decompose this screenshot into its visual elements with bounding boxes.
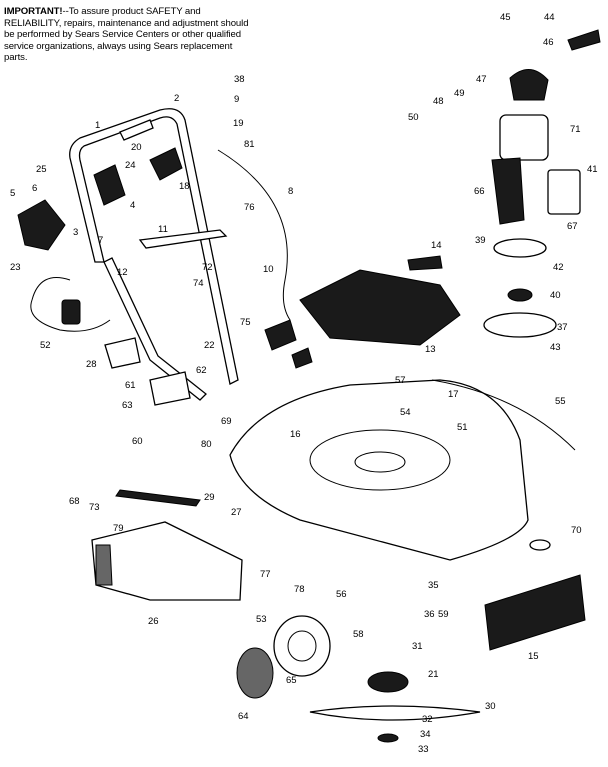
part-label-34: 34	[420, 729, 431, 740]
part-label-28: 28	[86, 359, 97, 370]
part-label-61: 61	[125, 380, 136, 391]
part-label-39: 39	[475, 235, 486, 246]
part-label-73: 73	[89, 502, 100, 513]
part-label-52: 52	[40, 340, 51, 351]
wheels-and-blade	[236, 539, 586, 743]
part-label-77: 77	[260, 569, 271, 580]
part-label-69: 69	[221, 416, 232, 427]
part-label-24: 24	[125, 160, 136, 171]
part-label-60: 60	[132, 436, 143, 447]
part-label-10: 10	[263, 264, 274, 275]
part-label-55: 55	[555, 396, 566, 407]
part-label-68: 68	[69, 496, 80, 507]
part-label-20: 20	[131, 142, 142, 153]
part-label-31: 31	[412, 641, 423, 652]
safety-notice: IMPORTANT!--To assure product SAFETY and…	[4, 6, 254, 64]
part-label-23: 23	[10, 262, 21, 273]
part-label-16: 16	[290, 429, 301, 440]
part-label-50: 50	[408, 112, 419, 123]
part-label-74: 74	[193, 278, 204, 289]
part-label-58: 58	[353, 629, 364, 640]
part-label-3: 3	[73, 227, 78, 238]
part-label-41: 41	[587, 164, 598, 175]
part-label-49: 49	[454, 88, 465, 99]
part-label-64: 64	[238, 711, 249, 722]
switch-and-cord	[17, 149, 291, 406]
part-label-80: 80	[201, 439, 212, 450]
part-label-25: 25	[36, 164, 47, 175]
part-label-75: 75	[240, 317, 251, 328]
part-label-62: 62	[196, 365, 207, 376]
part-label-32: 32	[422, 714, 433, 725]
part-label-63: 63	[122, 400, 133, 411]
part-label-38: 38	[234, 74, 245, 85]
part-label-79: 79	[113, 523, 124, 534]
mower-deck	[229, 255, 576, 561]
part-label-45: 45	[500, 12, 511, 23]
part-label-30: 30	[485, 701, 496, 712]
motor-assembly	[483, 29, 601, 338]
part-label-47: 47	[476, 74, 487, 85]
part-label-12: 12	[117, 267, 128, 278]
part-label-6: 6	[32, 183, 37, 194]
part-label-27: 27	[231, 507, 242, 518]
part-label-1: 1	[95, 120, 100, 131]
part-label-11: 11	[158, 224, 168, 235]
part-label-8: 8	[288, 186, 293, 197]
part-label-15: 15	[528, 651, 539, 662]
part-label-14: 14	[431, 240, 442, 251]
part-label-35: 35	[428, 580, 439, 591]
part-label-29: 29	[204, 492, 215, 503]
part-label-65: 65	[286, 675, 297, 686]
part-label-44: 44	[544, 12, 555, 23]
part-label-5: 5	[10, 188, 15, 199]
part-label-7: 7	[98, 235, 103, 246]
part-label-40: 40	[550, 290, 561, 301]
part-label-71: 71	[570, 124, 581, 135]
part-label-51: 51	[457, 422, 468, 433]
handle-assembly	[69, 108, 313, 401]
part-label-18: 18	[179, 181, 190, 192]
part-label-76: 76	[244, 202, 255, 213]
part-label-22: 22	[204, 340, 215, 351]
part-label-81: 81	[244, 139, 255, 150]
part-label-37: 37	[557, 322, 568, 333]
part-label-42: 42	[553, 262, 564, 273]
grass-catcher	[91, 489, 243, 601]
part-label-9: 9	[234, 94, 239, 105]
part-label-70: 70	[571, 525, 582, 536]
part-label-36: 36	[424, 609, 435, 620]
part-label-66: 66	[474, 186, 485, 197]
part-label-48: 48	[433, 96, 444, 107]
part-label-54: 54	[400, 407, 411, 418]
part-label-59: 59	[438, 609, 449, 620]
part-label-21: 21	[428, 669, 439, 680]
notice-text: --To assure product SAFETY and RELIABILI…	[4, 6, 249, 64]
part-label-33: 33	[418, 744, 429, 755]
part-label-4: 4	[130, 200, 135, 211]
part-label-26: 26	[148, 616, 159, 627]
part-label-78: 78	[294, 584, 305, 595]
part-label-13: 13	[425, 344, 436, 355]
part-label-46: 46	[543, 37, 554, 48]
part-label-43: 43	[550, 342, 561, 353]
part-label-53: 53	[256, 614, 267, 625]
part-label-19: 19	[233, 118, 244, 129]
part-label-56: 56	[336, 589, 347, 600]
notice-lead: IMPORTANT!	[4, 6, 63, 17]
part-label-2: 2	[174, 93, 179, 104]
part-label-67: 67	[567, 221, 578, 232]
part-label-57: 57	[395, 375, 406, 386]
part-label-72: 72	[202, 262, 213, 273]
part-label-17: 17	[448, 389, 459, 400]
